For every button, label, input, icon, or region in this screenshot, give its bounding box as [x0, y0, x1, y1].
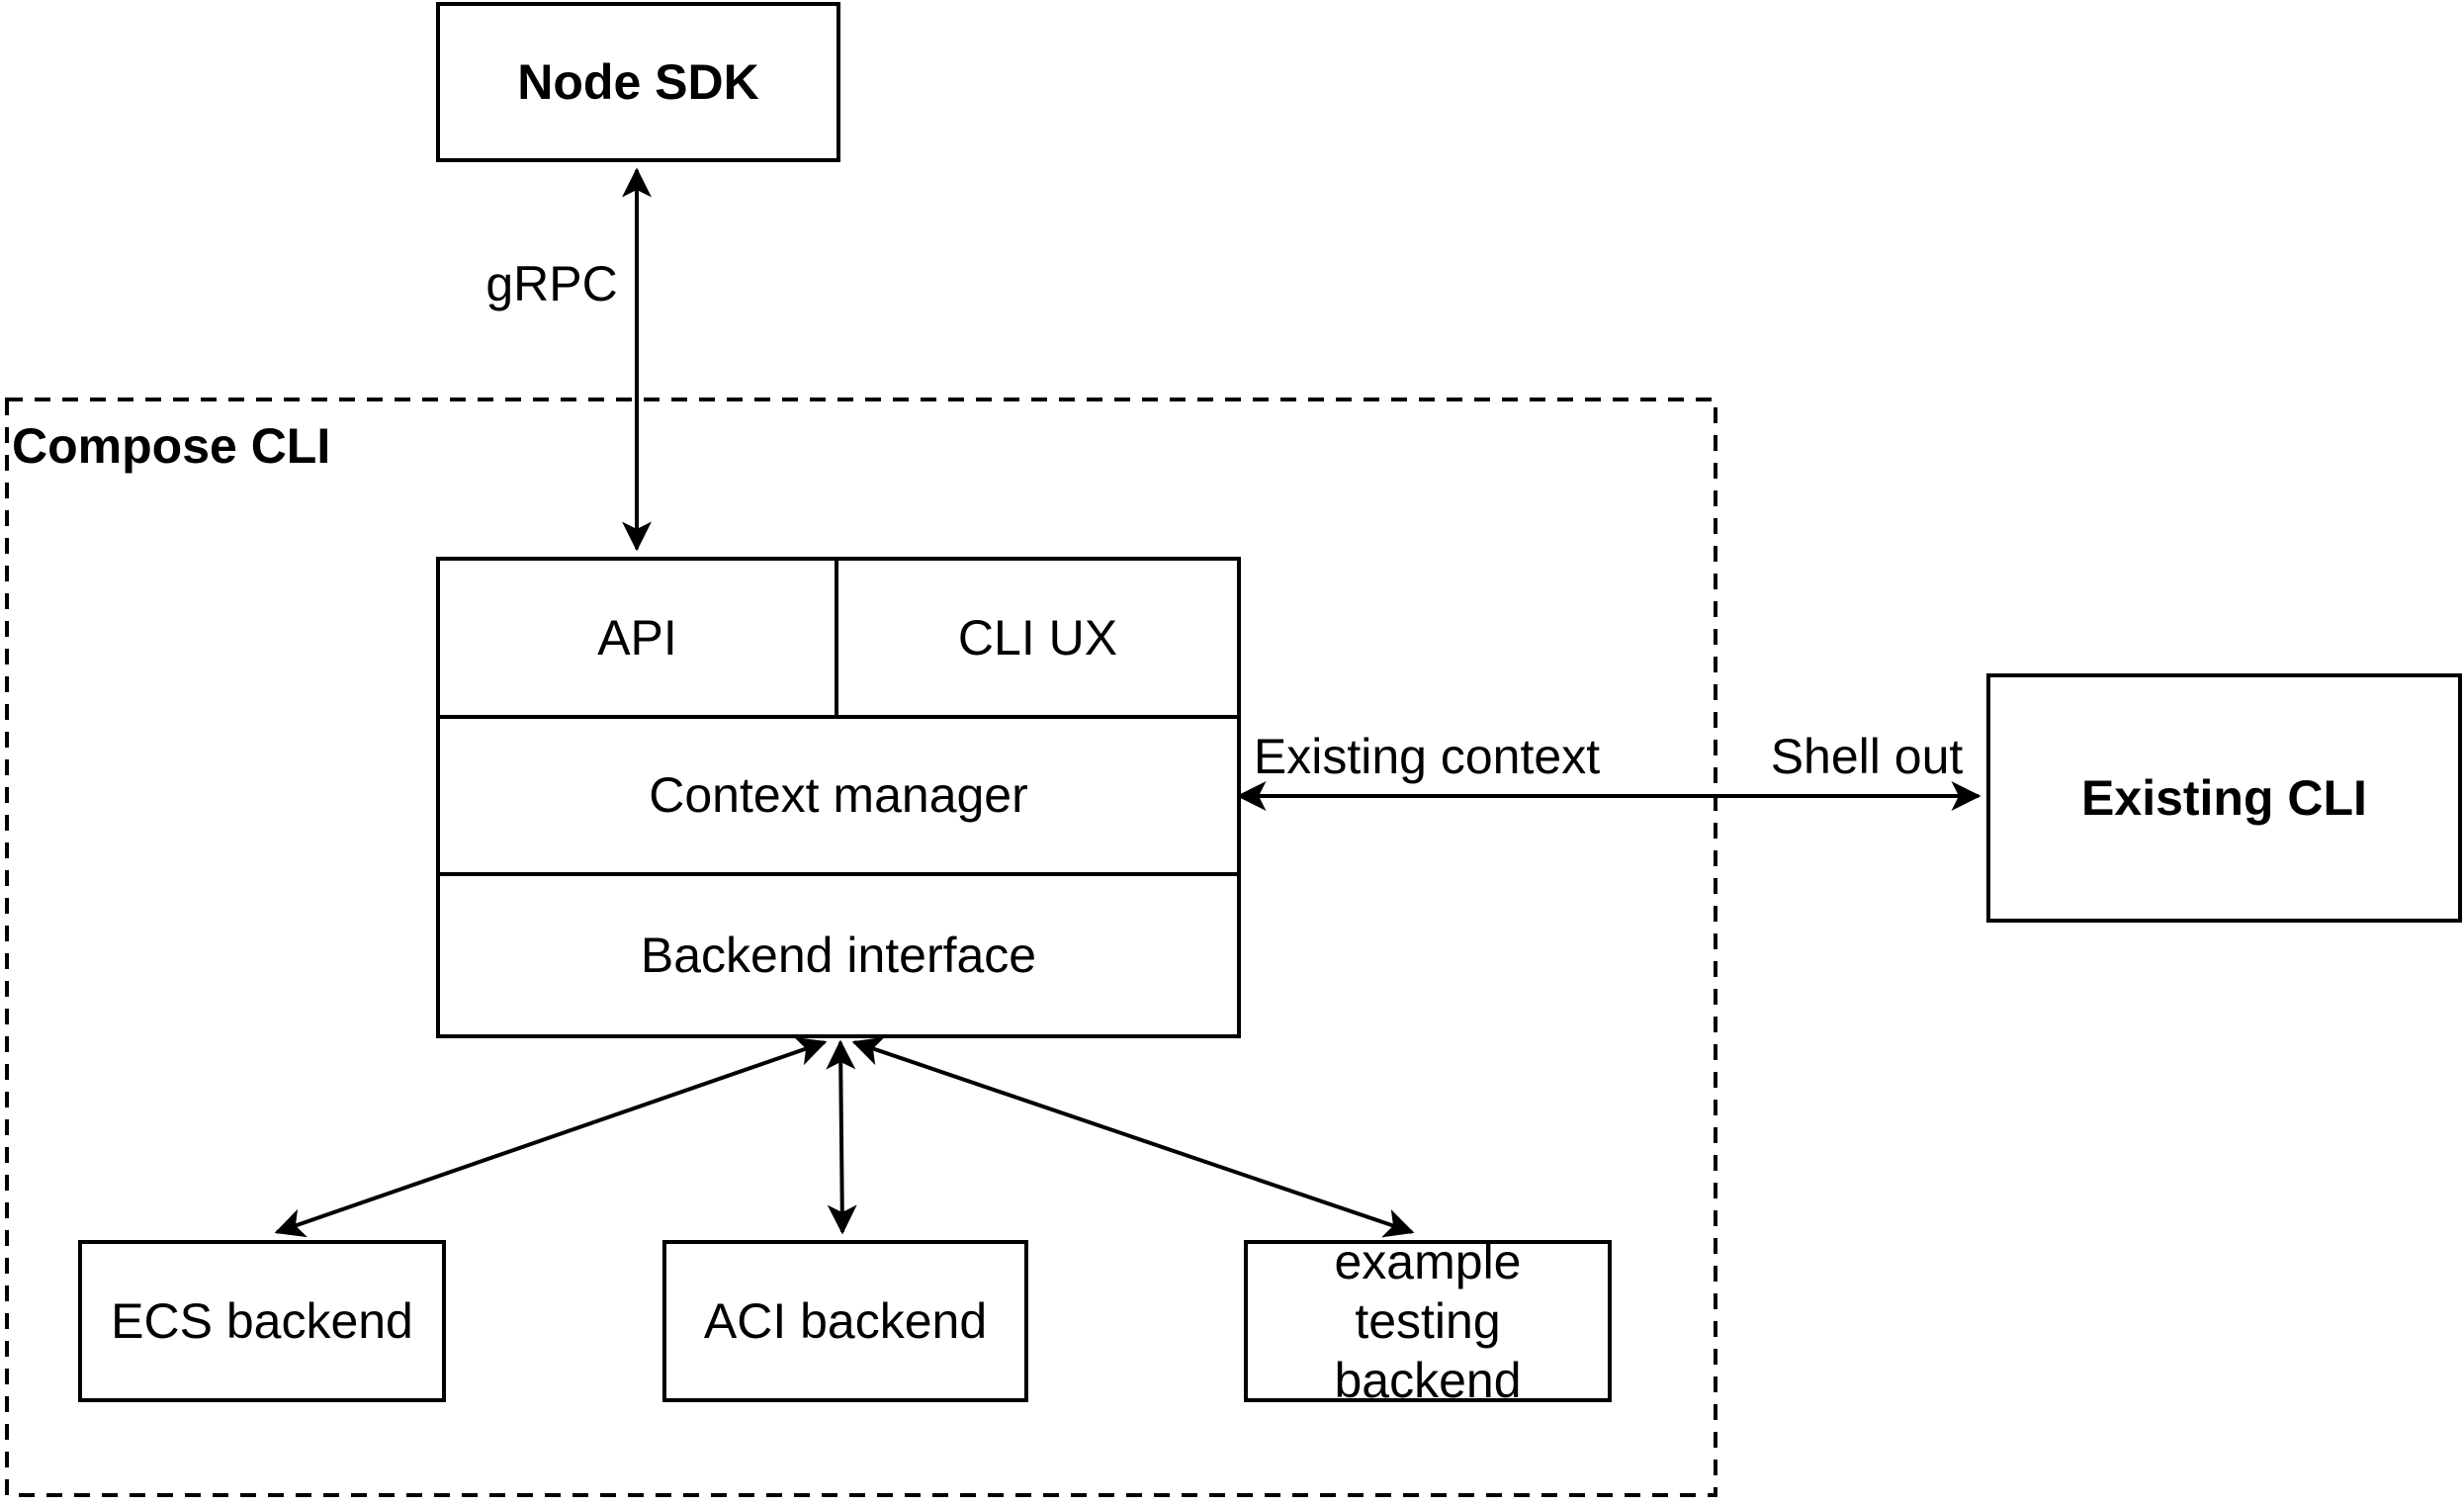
context-manager-label: Context manager	[649, 767, 1028, 824]
cli-ux-cell: CLI UX	[838, 561, 1237, 715]
compose-stack-box: API CLI UX Context manager Backend inter…	[436, 557, 1241, 1038]
backend-interface-cell: Backend interface	[440, 876, 1237, 1034]
ecs-backend-label: ECS backend	[111, 1293, 413, 1349]
api-cell: API	[440, 561, 838, 715]
existing-cli-label: Existing CLI	[2081, 770, 2367, 826]
aci-backend-arrow	[826, 1039, 857, 1235]
example-testing-backend-box: example testing backend	[1244, 1234, 1612, 1408]
node-sdk-box: Node SDK	[436, 2, 840, 162]
node-sdk-label: Node SDK	[517, 54, 759, 110]
backend-interface-label: Backend interface	[640, 928, 1037, 984]
aci-backend-label: ACI backend	[703, 1293, 988, 1349]
existing-cli-box: Existing CLI	[1986, 673, 2462, 923]
cli-ux-label: CLI UX	[957, 609, 1118, 665]
ecs-backend-box: ECS backend	[78, 1240, 446, 1402]
example-testing-backend-label: example testing backend	[1334, 1234, 1522, 1408]
context-manager-cell: Context manager	[440, 719, 1237, 877]
compose-cli-container-label: Compose CLI	[12, 418, 331, 474]
api-label: API	[597, 609, 677, 665]
aci-backend-box: ACI backend	[662, 1240, 1028, 1402]
example-backend-arrow	[851, 1036, 1415, 1238]
shell-out-edge-label: Shell out	[1770, 729, 1964, 784]
ecs-backend-arrow	[274, 1036, 828, 1238]
existing-context-edge-label: Existing context	[1253, 729, 1601, 784]
grpc-edge-label: gRPC	[485, 256, 618, 311]
compose-stack-row-top: API CLI UX	[440, 561, 1237, 719]
